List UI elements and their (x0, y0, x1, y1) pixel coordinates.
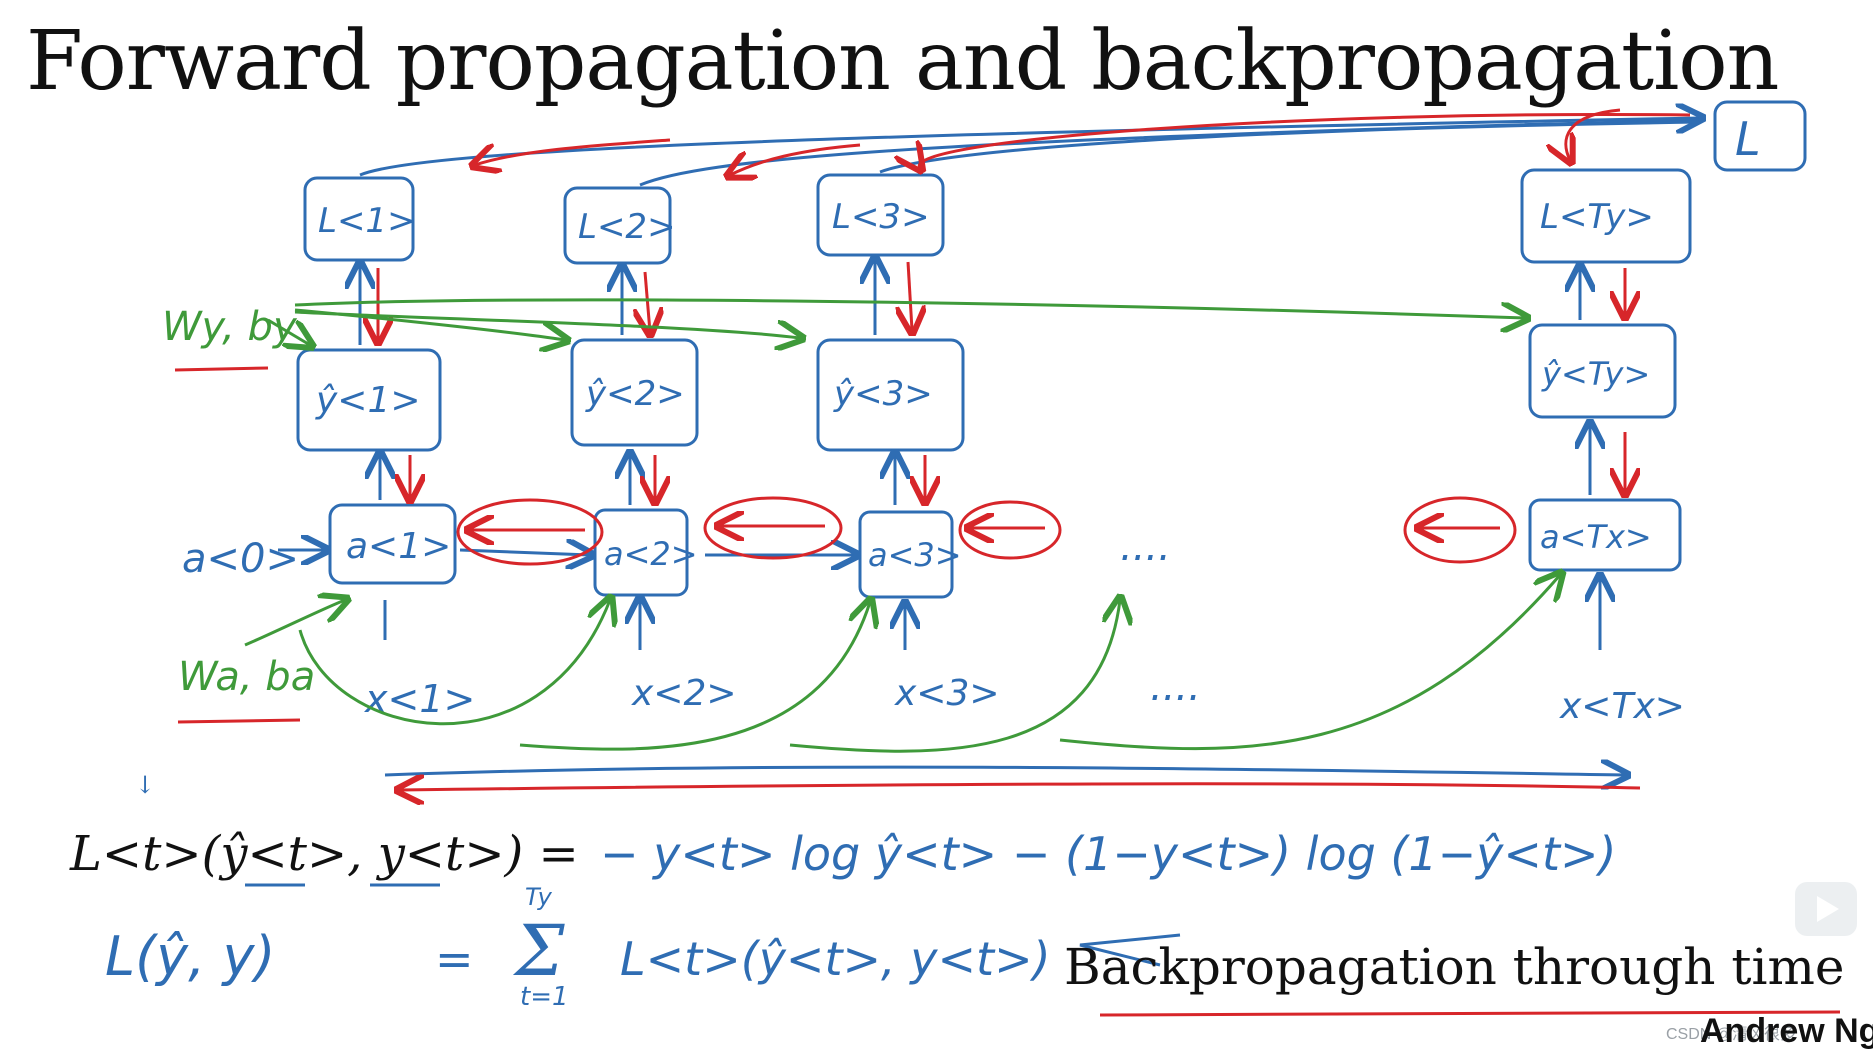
prediction-label-2: ŷ<2> (585, 374, 685, 414)
backward-arrow-l3-y3 (908, 261, 912, 330)
prediction-label-last: ŷ<Ty> (1541, 355, 1650, 393)
backward-ellipse-a2-a1 (456, 498, 604, 566)
param-arrow-wa-a3 (519, 602, 870, 751)
param-label-a-underline (177, 718, 301, 724)
loss-label-2: L<2> (578, 207, 676, 247)
loss-equation-rhs: − y<t> log ŷ<t> − (1−y<t>) log (1−ŷ<t>) (600, 827, 1616, 881)
param-label-a: Wa, ba (178, 654, 315, 700)
sum-symbol: Σ (512, 910, 565, 992)
forward-timeline-arrow (384, 767, 1625, 775)
activation-label-last: a<Tx> (1540, 518, 1652, 556)
backward-arrow-total-l3 (919, 112, 1691, 168)
param-arrow-wa-a1 (244, 600, 345, 647)
sum-lower-limit: t=1 (520, 982, 569, 1012)
loss-label-last: L<Ty> (1540, 197, 1654, 237)
sum-upper-limit: Ty (525, 883, 553, 911)
input-label-last: x<Tx> (1559, 686, 1685, 727)
activation-label-2: a<2> (604, 535, 698, 573)
param-arrow-wy-yT (294, 298, 1525, 318)
prediction-box-last (1528, 323, 1677, 419)
backward-arrow-total-lT (1566, 108, 1621, 160)
forward-arrow-l3-total (879, 120, 1701, 174)
backward-arrow-total-l1 (475, 138, 671, 165)
total-loss-label: L (1735, 112, 1761, 166)
loss-label-3: L<3> (832, 197, 930, 237)
total-loss-lhs: L(ŷ, y) (105, 925, 275, 988)
backward-ellipse-aT (1403, 496, 1517, 564)
param-arrow-wy-y3 (294, 310, 800, 338)
param-arrow-wa-aT (1059, 575, 1560, 751)
param-arrow-wy-y1 (267, 318, 310, 345)
ellipsis-input: .... (1150, 664, 1201, 710)
input-label-3: x<3> (894, 673, 1000, 714)
activation-label-1: a<1> (346, 526, 451, 567)
loss-equation-lhs: L<t>(ŷ<t>, y<t>) = (69, 826, 579, 882)
backward-arrow-l2-y2 (645, 271, 650, 332)
input-label-1: x<1> (364, 677, 475, 721)
caption-pointer-arrow (1079, 933, 1181, 967)
param-arrow-wa-a4 (789, 600, 1120, 753)
param-arrow-wa-a2 (298, 600, 610, 726)
forward-arrow-a1-a2 (459, 550, 590, 555)
param-label-y-underline (174, 366, 269, 372)
total-loss-rhs: L<t>(ŷ<t>, y<t>) (620, 932, 1051, 986)
play-icon (1817, 896, 1839, 922)
input-label-2: x<2> (631, 673, 737, 714)
prediction-box-2 (570, 338, 699, 447)
total-loss-box (1713, 100, 1807, 172)
ellipsis-activation: .... (1120, 524, 1171, 570)
activation-label-3: a<3> (868, 536, 962, 574)
backward-ellipse-a3-a2 (703, 496, 843, 560)
backward-arrow-total-l2 (730, 143, 861, 175)
prediction-label-3: ŷ<3> (833, 374, 933, 414)
initial-activation-label: a<0> (182, 536, 299, 582)
loss-marker: ↓ (135, 771, 155, 799)
activation-box-last (1528, 498, 1682, 572)
loss-label-1: L<1> (318, 201, 416, 241)
slide-title: Forward propagation and backpropagation (26, 14, 1779, 109)
total-loss-equals: = (435, 932, 474, 986)
watermark: CSDN @清风很多 (1666, 1026, 1797, 1043)
caption-underline (1099, 1010, 1841, 1017)
loss-box-last (1520, 168, 1692, 264)
backward-ellipse-a4-a3 (958, 500, 1062, 560)
param-label-y: Wy, by (162, 304, 298, 350)
backward-timeline-arrow (400, 784, 1641, 790)
caption-bptt: Backpropagation through time (1064, 938, 1845, 996)
prediction-label-1: ŷ<1> (315, 380, 421, 421)
forward-arrow-l1-total (359, 118, 1700, 177)
author-name: Andrew Ng (1700, 1012, 1873, 1050)
